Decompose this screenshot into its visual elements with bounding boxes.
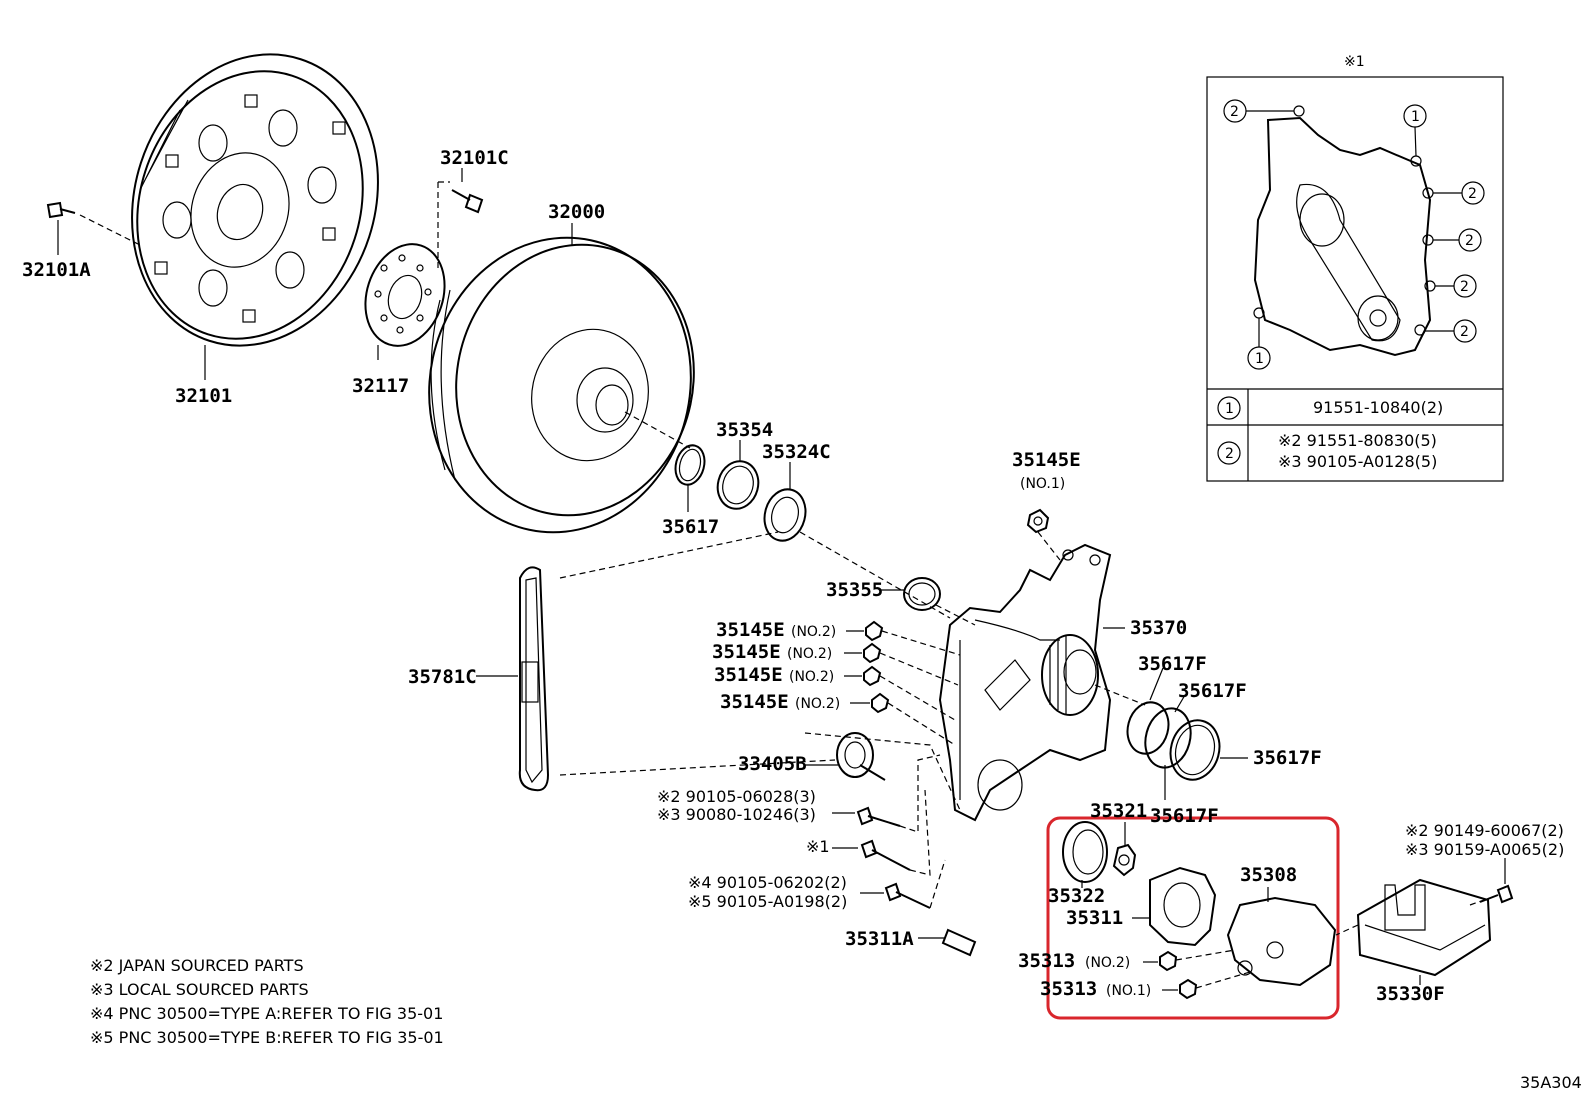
label-35145E-no2-c[interactable]: 35145E: [714, 664, 783, 686]
nut-35145E-no2-c[interactable]: [863, 665, 882, 687]
label-33405B[interactable]: 33405B: [738, 753, 807, 775]
inset-row2-value-a: ※2 91551-80830(5): [1278, 431, 1437, 450]
nut-35145E-no2-a[interactable]: [865, 620, 884, 642]
label-35617F-a[interactable]: 35617F: [1138, 653, 1207, 675]
label-35617F-d[interactable]: 35617F: [1150, 805, 1219, 827]
nut-35145E-no2-d[interactable]: [871, 692, 890, 714]
label-35145E-no2-a[interactable]: 35145E: [716, 619, 785, 641]
torque-converter-32000[interactable]: [402, 213, 719, 557]
label-32101A[interactable]: 32101A: [22, 259, 91, 281]
label-35617F-c[interactable]: 35617F: [1253, 747, 1322, 769]
label-35311A[interactable]: 35311A: [845, 928, 914, 950]
drive-plate-32101[interactable]: [95, 22, 415, 378]
label-no2: (NO.2): [795, 696, 840, 712]
sprocket-33405B[interactable]: [836, 732, 886, 781]
inset-row2-value-b: ※3 90105-A0128(5): [1278, 452, 1437, 471]
nut-35145E-no2-b[interactable]: [863, 642, 882, 664]
note-line: ※4 PNC 30500=TYPE A:REFER TO FIG 35-01: [90, 1004, 443, 1023]
label-bolt-90105-06202[interactable]: ※4 90105-06202(2): [688, 873, 847, 892]
inset-title: ※1: [1344, 54, 1365, 70]
label-35324C[interactable]: 35324C: [762, 441, 831, 463]
chain-35781C[interactable]: [518, 566, 550, 792]
nut-35145E-no1[interactable]: [1026, 508, 1050, 534]
inset-callout: 2: [1460, 279, 1469, 295]
nut-35313-no1[interactable]: [1179, 978, 1198, 1000]
label-35617F-b[interactable]: 35617F: [1178, 680, 1247, 702]
bolt-star1[interactable]: [860, 839, 911, 871]
note-line: ※3 LOCAL SOURCED PARTS: [90, 980, 309, 999]
label-35311[interactable]: 35311: [1066, 907, 1123, 929]
inset-callout: 2: [1465, 233, 1474, 249]
inset-row1-value: 91551-10840(2): [1313, 398, 1443, 417]
inset-callout: 2: [1468, 186, 1477, 202]
label-bolt-90159-A0065[interactable]: ※3 90159-A0065(2): [1405, 840, 1564, 859]
label-32000[interactable]: 32000: [548, 201, 605, 223]
label-35355[interactable]: 35355: [826, 579, 883, 601]
spacer-32117[interactable]: [353, 234, 457, 356]
label-35330F[interactable]: 35330F: [1376, 983, 1445, 1005]
driven-gear-35321[interactable]: [1112, 843, 1137, 877]
label-32101C[interactable]: 32101C: [440, 147, 509, 169]
label-32117[interactable]: 32117: [352, 375, 409, 397]
label-35322[interactable]: 35322: [1048, 885, 1105, 907]
label-bolt-90080-10246[interactable]: ※3 90080-10246(3): [657, 805, 816, 824]
bolt-90105-06028[interactable]: [856, 806, 901, 827]
note-line: ※2 JAPAN SOURCED PARTS: [90, 956, 304, 975]
label-35313-no2[interactable]: 35313: [1018, 950, 1075, 972]
label-bolt-90149-60067[interactable]: ※2 90149-60067(2): [1405, 821, 1564, 840]
label-32101[interactable]: 32101: [175, 385, 232, 407]
bolt-90105-06202[interactable]: [884, 882, 931, 909]
label-no1: (NO.1): [1106, 983, 1151, 999]
label-no2: (NO.2): [1085, 955, 1130, 971]
dowel-pin-35311A[interactable]: [941, 928, 977, 957]
label-35145E-no2-d[interactable]: 35145E: [720, 691, 789, 713]
inset-callout: 1: [1255, 351, 1264, 367]
label-35145E-no1[interactable]: 35145E: [1012, 449, 1081, 471]
pump-body-35311[interactable]: [1149, 866, 1217, 947]
label-no2: (NO.2): [787, 646, 832, 662]
o-ring-35617F-1[interactable]: [1122, 698, 1174, 759]
label-bolt-star1[interactable]: ※1: [806, 837, 830, 856]
label-35321[interactable]: 35321: [1090, 800, 1147, 822]
label-35145E-no2-b[interactable]: 35145E: [712, 641, 781, 663]
label-35370[interactable]: 35370: [1130, 617, 1187, 639]
inset-callout: 2: [1230, 104, 1239, 120]
figure-code: 35A304: [1520, 1073, 1582, 1092]
label-no2: (NO.2): [789, 669, 834, 685]
bolt-32101C[interactable]: [451, 189, 484, 214]
label-bolt-90105-A0198[interactable]: ※5 90105-A0198(2): [688, 892, 847, 911]
bolt-90149-60067[interactable]: [1479, 884, 1514, 904]
label-no1: (NO.1): [1020, 476, 1065, 492]
inset-panel: [1206, 76, 1504, 482]
label-35313-no1[interactable]: 35313: [1040, 978, 1097, 1000]
inset-row1-key: 1: [1225, 401, 1234, 417]
label-35354[interactable]: 35354: [716, 419, 773, 441]
nut-35313-no2[interactable]: [1159, 950, 1178, 972]
label-no2: (NO.2): [791, 624, 836, 640]
bolt-32101A[interactable]: [46, 201, 76, 219]
label-35308[interactable]: 35308: [1240, 864, 1297, 886]
pump-cover-35308[interactable]: [1226, 896, 1337, 987]
snap-ring-35354[interactable]: [712, 457, 763, 514]
inset-callout: 1: [1411, 109, 1420, 125]
sprocket-35324C[interactable]: [759, 485, 811, 546]
drive-gear-35322[interactable]: [1062, 821, 1108, 883]
label-bolt-90105-06028[interactable]: ※2 90105-06028(3): [657, 787, 816, 806]
inset-callout: 2: [1460, 324, 1469, 340]
strainer-35330F[interactable]: [1356, 878, 1492, 977]
note-line: ※5 PNC 30500=TYPE B:REFER TO FIG 35-01: [90, 1028, 444, 1047]
label-35617[interactable]: 35617: [662, 516, 719, 538]
o-ring-35617[interactable]: [671, 442, 708, 488]
pump-housing-35370[interactable]: [938, 543, 1112, 822]
snap-ring-35355[interactable]: [903, 577, 941, 611]
o-ring-35617F-3[interactable]: [1164, 715, 1226, 785]
inset-row2-key: 2: [1225, 446, 1234, 462]
label-35781C[interactable]: 35781C: [408, 666, 477, 688]
o-ring-35617F-2[interactable]: [1139, 703, 1197, 772]
oil-pump-highlight-box: [1046, 816, 1340, 1020]
